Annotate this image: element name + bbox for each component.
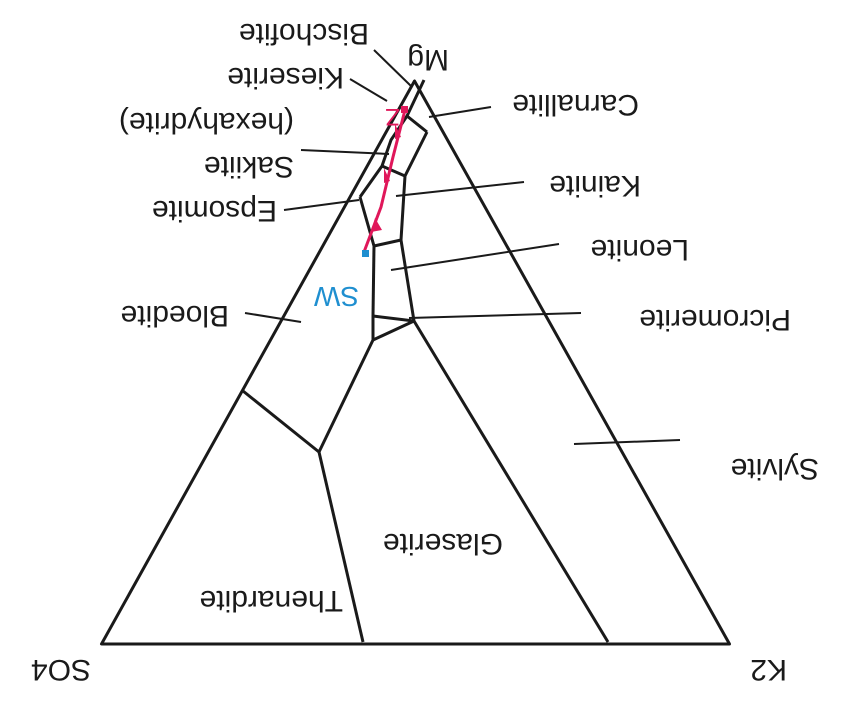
path-arrow-2 bbox=[384, 168, 390, 183]
field-label-hexahydrite: (hexahydrite) bbox=[119, 106, 294, 139]
leader-bischofite bbox=[373, 49, 413, 88]
triangle-outline bbox=[100, 79, 731, 646]
leader-kainite bbox=[395, 181, 525, 197]
boundary-sakite-kainite bbox=[381, 164, 406, 178]
field-label-thenardite: Thenardite bbox=[200, 584, 343, 617]
leader-kieserite bbox=[349, 78, 388, 102]
boundary-carnallite-kainite bbox=[403, 131, 429, 177]
leader-bloedite bbox=[244, 312, 302, 323]
field-label-bischofite: Bischofite bbox=[239, 17, 369, 50]
field-label-bloedite: Bloedite bbox=[121, 299, 229, 332]
z-point-marker bbox=[401, 106, 408, 113]
field-label-sylvite: Sylvite bbox=[731, 452, 819, 485]
sw-point-marker bbox=[362, 250, 369, 257]
field-label-kainite: Kainite bbox=[549, 169, 641, 202]
field-label-epsomite: Epsomite bbox=[152, 194, 277, 227]
path-arrow-1 bbox=[371, 218, 382, 232]
field-label-sakite: Sakiite bbox=[204, 150, 294, 183]
leader-epsomite bbox=[283, 199, 360, 211]
vertex-label-k2: K2 bbox=[750, 653, 787, 686]
diagram-rotated-group: Mg SO4 K2 Bischofite Kieserite (hexahydr… bbox=[31, 17, 819, 686]
field-label-kieserite: Kieserite bbox=[227, 61, 344, 94]
point-label-sw: SW bbox=[313, 281, 359, 312]
leader-picromerite bbox=[408, 312, 582, 319]
field-label-carnallite: Carnallite bbox=[512, 88, 639, 121]
leader-leonite bbox=[390, 243, 560, 271]
vertex-label-mg: Mg bbox=[407, 43, 449, 76]
leader-sylvite bbox=[573, 439, 681, 445]
field-label-leonite: Leonite bbox=[591, 233, 689, 266]
field-label-glaserite: Glaserite bbox=[383, 527, 503, 560]
leader-carnallite bbox=[428, 106, 492, 118]
point-label-z: Z bbox=[385, 103, 400, 130]
boundary-kainite-leonite bbox=[358, 175, 407, 248]
vertex-label-so4: SO4 bbox=[31, 653, 91, 686]
boundary-leonite-column bbox=[371, 245, 376, 317]
boundary-glaserite-thenardite bbox=[317, 451, 365, 643]
path-arrow-3 bbox=[395, 124, 401, 139]
field-label-picromerite: Picromerite bbox=[639, 303, 791, 336]
boundary-leonite-picromerite bbox=[371, 239, 416, 342]
leader-sakite bbox=[300, 149, 390, 155]
boundary-glaserite-sylvite bbox=[412, 320, 610, 643]
boundary-bloedite-thenardite bbox=[242, 389, 320, 454]
boundary-bloedite-glaserite bbox=[317, 339, 375, 453]
